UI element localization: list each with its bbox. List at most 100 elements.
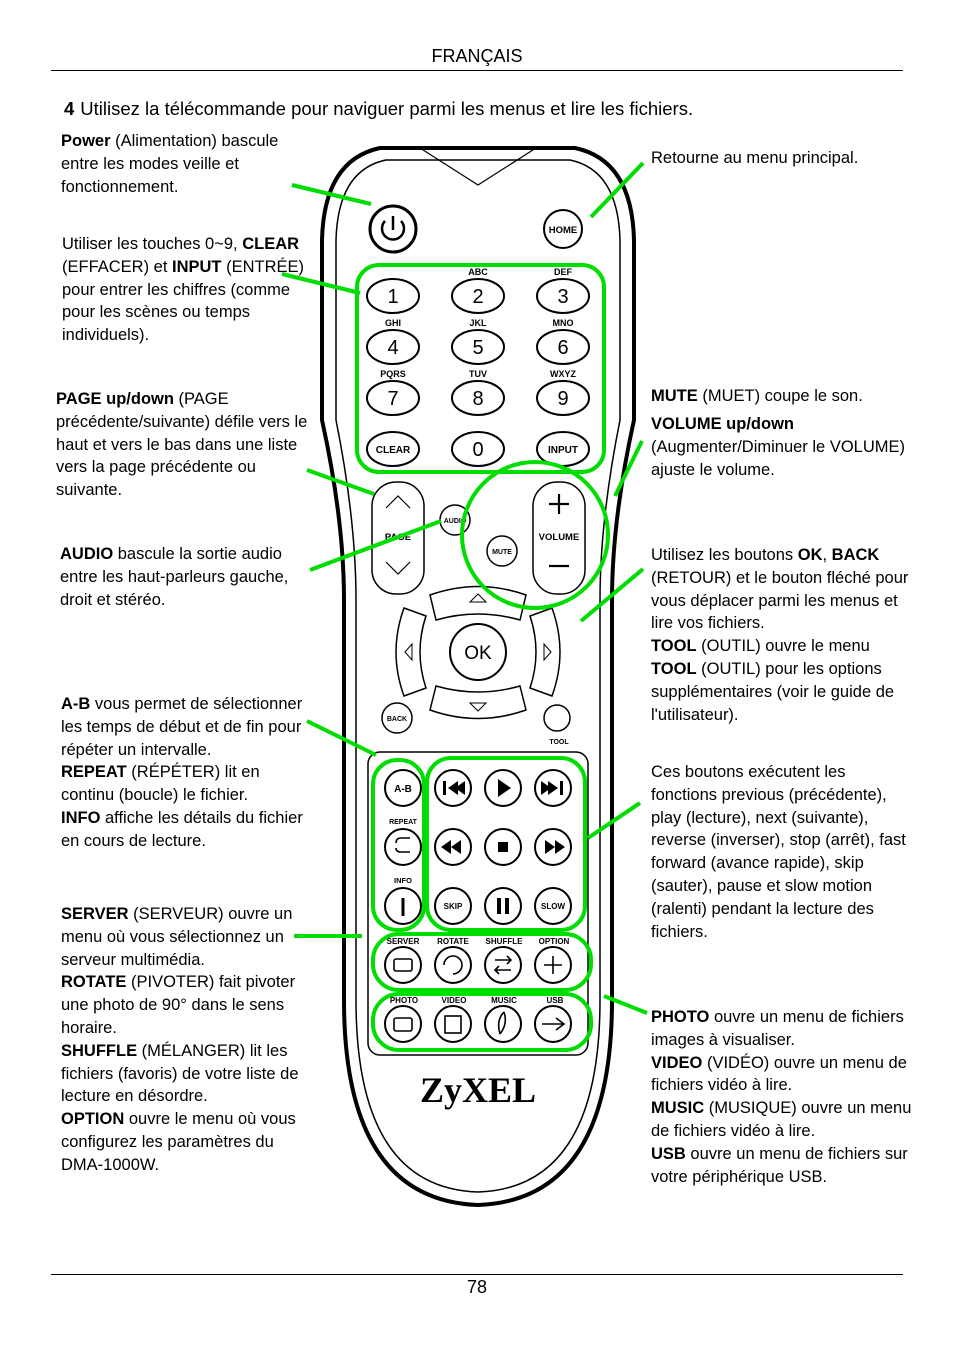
desc-option: ouvre le menu où vous configurez les par…	[61, 1110, 296, 1174]
term-tool-2: TOOL	[651, 659, 697, 678]
callout-audio: AUDIO bascule la sortie audio entre les …	[60, 543, 310, 611]
audio-key-label: AUDIO	[444, 518, 467, 525]
leader-ok	[579, 567, 645, 623]
term-audio: AUDIO	[60, 545, 114, 563]
repeat-key	[384, 828, 422, 866]
digit-key-6-label: 6	[557, 337, 568, 359]
desc-ab: vous permet de sélectionner les temps de…	[61, 695, 303, 759]
power-icon	[380, 216, 406, 241]
desc-server: (SERVEUR) ouvre un menu où vous sélectio…	[61, 905, 293, 969]
digit-key-5-label: 5	[472, 337, 483, 359]
desc-tool-1: (OUTIL) ouvre le menu	[696, 637, 870, 656]
nav-right-key	[529, 607, 561, 697]
remote-ir-window	[419, 147, 537, 186]
music-key	[484, 1005, 522, 1043]
desc-repeat: (RÉPÉTER) lit en continu (boucle) le fic…	[61, 763, 260, 805]
play-key	[484, 769, 522, 807]
desc-tool-2: (OUTIL) pour les options supplémentaires…	[651, 659, 895, 724]
desc-home: Retourne au menu principal.	[651, 149, 859, 167]
digit-key-4	[366, 329, 420, 365]
usb-key	[534, 1005, 572, 1043]
term-music: MUSIC	[651, 1099, 705, 1118]
ok-key	[449, 623, 507, 681]
usb-icon	[542, 1017, 566, 1031]
callout-home: Retourne au menu principal.	[651, 147, 911, 170]
option-key-label: OPTION	[539, 937, 570, 946]
ok-key-label: OK	[464, 643, 492, 664]
leader-ab	[306, 719, 377, 757]
media-panel	[367, 751, 589, 1056]
callout-photo: PHOTO ouvre un menu de fichiers images à…	[651, 1006, 913, 1188]
video-key-label: VIDEO	[442, 996, 467, 1005]
callout-digits: Utiliser les touches 0~9, CLEAR (EFFACER…	[62, 233, 310, 347]
nav-up-key	[429, 585, 527, 621]
desc-photo: ouvre un menu de fichiers images à visua…	[651, 1008, 904, 1049]
term-ab: A-B	[61, 695, 91, 713]
usb-key-label: USB	[547, 996, 564, 1005]
leader-power	[291, 183, 372, 206]
power-key-body	[368, 204, 418, 254]
tool-key-label: TOOL	[549, 739, 569, 746]
page-number: 78	[466, 1277, 488, 1297]
language-header: FRANÇAIS	[431, 46, 523, 66]
desc-page: (PAGE précédente/suivante) défile vers l…	[56, 390, 308, 500]
brand-logo: ZyXEL	[420, 1070, 536, 1110]
desc-video: (VIDÉO) ouvre un menu de fichiers vidéo …	[651, 1053, 907, 1095]
rotate-icon	[443, 955, 463, 975]
digit-key-3-letters: DEF	[554, 267, 573, 277]
music-clef-icon	[497, 1011, 507, 1035]
callout-volume: VOLUME up/down (Augmenter/Diminuer le VO…	[651, 413, 911, 481]
pause-key	[484, 887, 522, 925]
callout-server: SERVER (SERVEUR) ouvre un menu où vous s…	[61, 903, 311, 1177]
digit-key-8-letters: TUV	[469, 369, 487, 379]
option-key	[534, 946, 572, 984]
digit-key-9-letters: WXYZ	[550, 369, 577, 379]
page-rocker	[371, 481, 425, 595]
reverse-key	[434, 828, 472, 866]
term-server: SERVER	[61, 905, 129, 923]
pause-icon-right	[505, 898, 509, 914]
term-input: INPUT	[172, 257, 222, 276]
digit-key-5-letters: JKL	[469, 318, 487, 328]
mute-key	[486, 535, 518, 567]
digit-key-5	[451, 329, 505, 365]
previous-icon	[443, 781, 465, 795]
digit-key-8	[451, 380, 505, 416]
server-icon	[393, 958, 413, 972]
term-page: PAGE up/down	[56, 390, 174, 408]
zero-key-label: 0	[472, 439, 483, 461]
leader-photo	[603, 994, 648, 1015]
photo-key-label: PHOTO	[390, 996, 418, 1005]
term-info: INFO	[61, 808, 101, 827]
skip-key-label: SKIP	[444, 902, 463, 911]
server-key	[384, 946, 422, 984]
leader-transport	[586, 801, 642, 840]
digit-key-6-letters: MNO	[553, 318, 574, 328]
nav-left-key	[395, 607, 427, 697]
digit-key-1-label: 1	[387, 286, 398, 308]
desc-ok-3: (RETOUR) et le bouton fléché pour vous d…	[651, 568, 909, 633]
volume-rocker	[532, 481, 586, 595]
desc-digits-2: (EFFACER) et	[62, 257, 173, 276]
term-volume: VOLUME up/down	[651, 415, 794, 433]
music-key-label: MUSIC	[491, 996, 517, 1005]
zero-key	[451, 431, 505, 467]
reverse-icon	[441, 840, 461, 854]
option-icon	[544, 956, 562, 974]
desc-power: (Alimentation) bascule entre les modes v…	[61, 132, 279, 196]
back-key	[381, 702, 413, 734]
term-clear: CLEAR	[242, 235, 300, 253]
digit-key-2-letters: ABC	[468, 267, 488, 277]
digit-key-7-label: 7	[387, 388, 398, 410]
shuffle-icon	[493, 955, 513, 975]
server-row-highlight	[371, 932, 593, 992]
desc-mute: (MUET) coupe le son.	[697, 387, 863, 405]
slow-key-label: SLOW	[541, 902, 565, 911]
photo-row-highlight	[371, 992, 593, 1052]
shuffle-key-label: SHUFFLE	[486, 937, 524, 946]
header-rule	[51, 70, 903, 71]
callout-mute: MUTE (MUET) coupe le son.	[651, 385, 911, 408]
leader-lines	[281, 161, 648, 1015]
repeat-icon	[395, 837, 410, 853]
